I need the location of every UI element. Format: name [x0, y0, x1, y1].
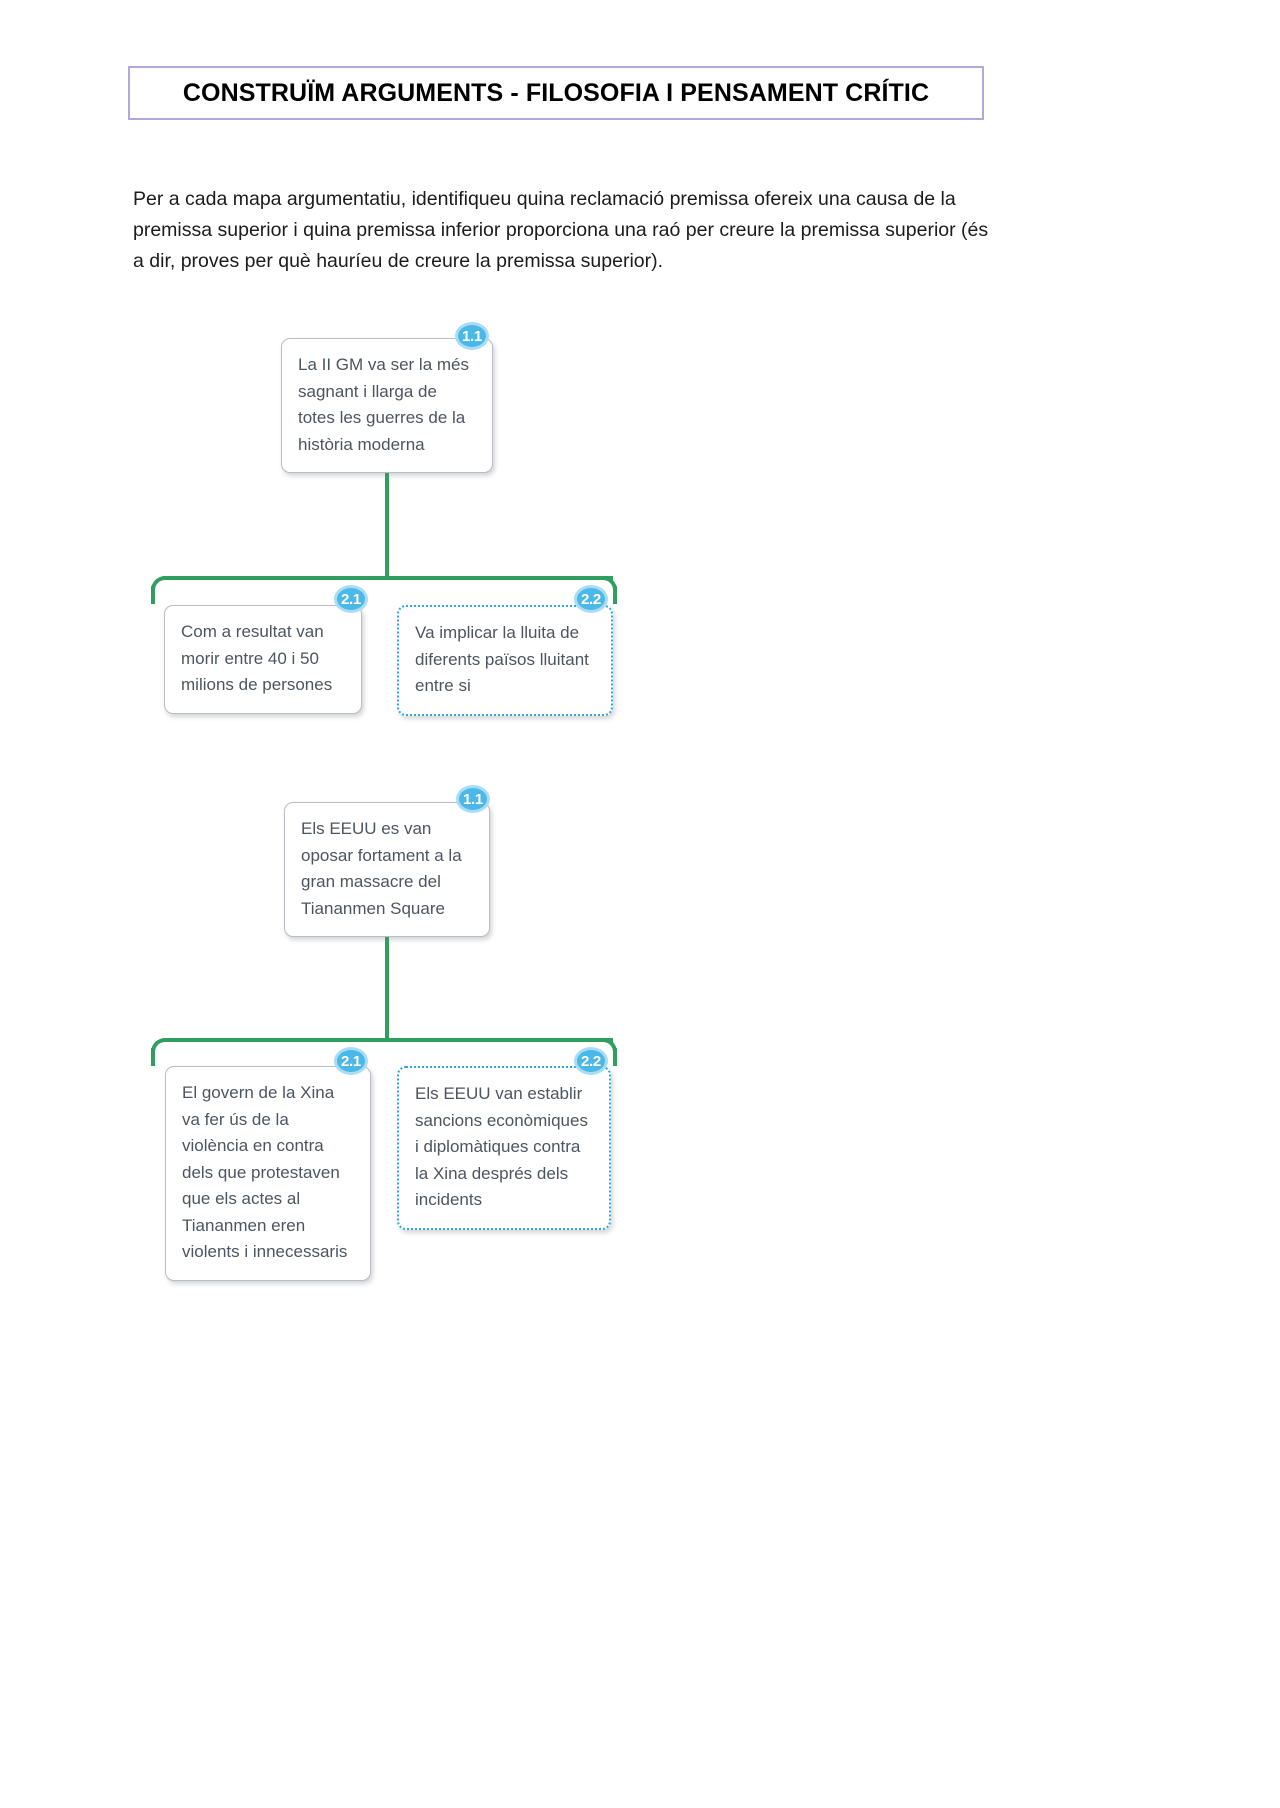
map2-bus-right-corner — [601, 1038, 617, 1054]
page-title: CONSTRUÏM ARGUMENTS - FILOSOFIA I PENSAM… — [182, 78, 930, 107]
map1-claim-badge: 1.1 — [455, 322, 489, 350]
map1-bus-left-corner — [151, 576, 167, 592]
intro-paragraph: Per a cada mapa argumentatiu, identifiqu… — [133, 188, 989, 272]
map1-bus-connector — [163, 576, 613, 580]
map1-premise-2-badge: 2.2 — [574, 585, 608, 613]
map2-bus-connector — [163, 1038, 613, 1042]
map1-left-drop — [151, 586, 155, 604]
argument-map-1: La II GM va ser la més sagnant i llarga … — [0, 300, 1280, 730]
map1-premise-1-badge: 2.1 — [334, 585, 368, 613]
map2-premise-1-node[interactable]: El govern de la Xina va fer ús de la vio… — [165, 1066, 371, 1281]
map2-bus-left-corner — [151, 1038, 167, 1054]
map2-claim-badge: 1.1 — [456, 785, 490, 813]
map2-premise-2-badge: 2.2 — [574, 1047, 608, 1075]
map1-stem-connector — [385, 468, 389, 576]
map2-premise-1-badge: 2.1 — [334, 1047, 368, 1075]
map2-claim-node[interactable]: Els EEUU es van oposar fortament a la gr… — [284, 802, 490, 937]
map1-claim-node[interactable]: La II GM va ser la més sagnant i llarga … — [281, 338, 493, 473]
map2-right-drop — [613, 1048, 617, 1066]
map2-premise-2-node[interactable]: Els EEUU van establir sancions econòmiqu… — [397, 1066, 611, 1230]
map2-stem-connector — [385, 932, 389, 1038]
map1-right-drop — [613, 586, 617, 604]
map1-premise-2-node[interactable]: Va implicar la lluita de diferents païso… — [397, 605, 613, 716]
argument-map-2: Els EEUU es van oposar fortament a la gr… — [0, 760, 1280, 1290]
map1-premise-1-node[interactable]: Com a resultat van morir entre 40 i 50 m… — [164, 605, 362, 714]
document-title-box: CONSTRUÏM ARGUMENTS - FILOSOFIA I PENSAM… — [128, 66, 984, 120]
map1-bus-right-corner — [601, 576, 617, 592]
map2-left-drop — [151, 1048, 155, 1066]
